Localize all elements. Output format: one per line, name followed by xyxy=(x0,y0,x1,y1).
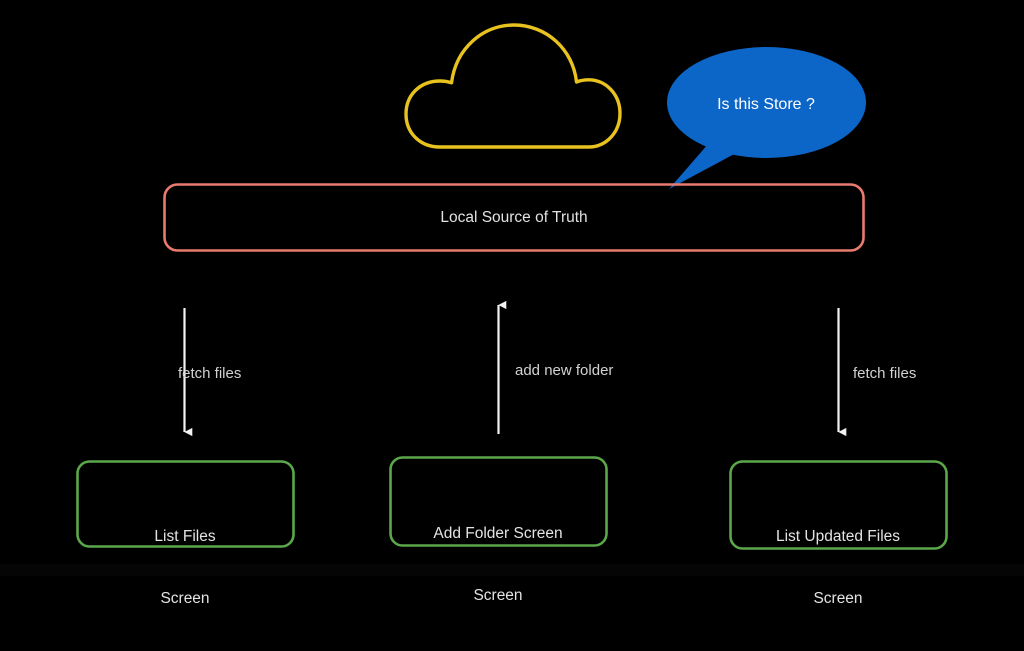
speech-bubble-label: Is this Store ? xyxy=(717,96,815,113)
diagram-canvas: Is this Store ? Local Source of Truth fe… xyxy=(0,23,1024,608)
list-updated-files-screen-line1: List Updated Files xyxy=(775,528,901,546)
local-source-of-truth-label: Local Source of Truth xyxy=(440,209,588,226)
local-source-of-truth-box xyxy=(163,183,865,252)
list-updated-files-screen-box xyxy=(729,460,948,550)
arrow-label-fetch-files-right: fetch files xyxy=(853,365,917,382)
list-files-screen-line1: List Files xyxy=(154,528,216,546)
speech-bubble-body xyxy=(667,47,866,158)
add-folder-screen-box xyxy=(389,456,608,547)
arrow-label-fetch-files-left: fetch files xyxy=(178,365,242,382)
diagram-vector-layer xyxy=(76,23,948,550)
add-folder-screen-line2: Screen xyxy=(473,587,523,605)
add-folder-screen-line1: Add Folder Screen xyxy=(433,525,563,543)
arrow-label-add-new-folder: add new folder xyxy=(515,362,614,379)
bottom-letterbox-band xyxy=(0,564,1024,576)
list-updated-files-screen-line2: Screen xyxy=(813,590,863,608)
list-files-screen-box xyxy=(76,460,295,548)
cloud-icon xyxy=(404,23,622,149)
list-files-screen-line2: Screen xyxy=(160,590,210,608)
